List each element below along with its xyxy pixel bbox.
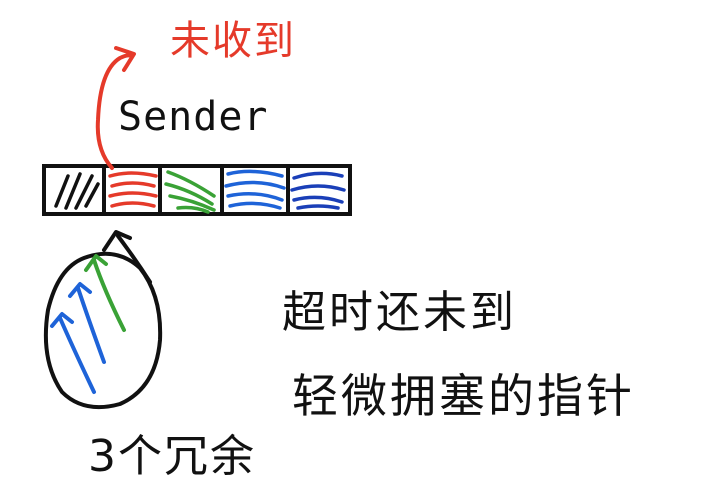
sender-label: Sender <box>118 94 269 140</box>
dup-ack-arrows <box>50 254 126 394</box>
red-arrow <box>95 46 136 170</box>
green-packet-slot <box>164 170 216 214</box>
packet-window <box>42 164 352 216</box>
window-outline <box>42 164 352 216</box>
timeout-label: 超时还未到 <box>282 287 517 338</box>
acked-slot-hatch <box>54 172 100 210</box>
dark-blue-packet-slot <box>290 171 346 210</box>
duplicate-ack-oval <box>43 251 163 410</box>
congestion-label: 轻微拥塞的指针 <box>292 369 635 423</box>
blue-packet-slot <box>224 169 286 210</box>
black-arrow <box>102 230 152 284</box>
not-received-label: 未收到 <box>170 18 296 64</box>
missing-packet-slot <box>108 171 158 208</box>
duplicate-ack-label: 3个冗余 <box>88 431 256 482</box>
